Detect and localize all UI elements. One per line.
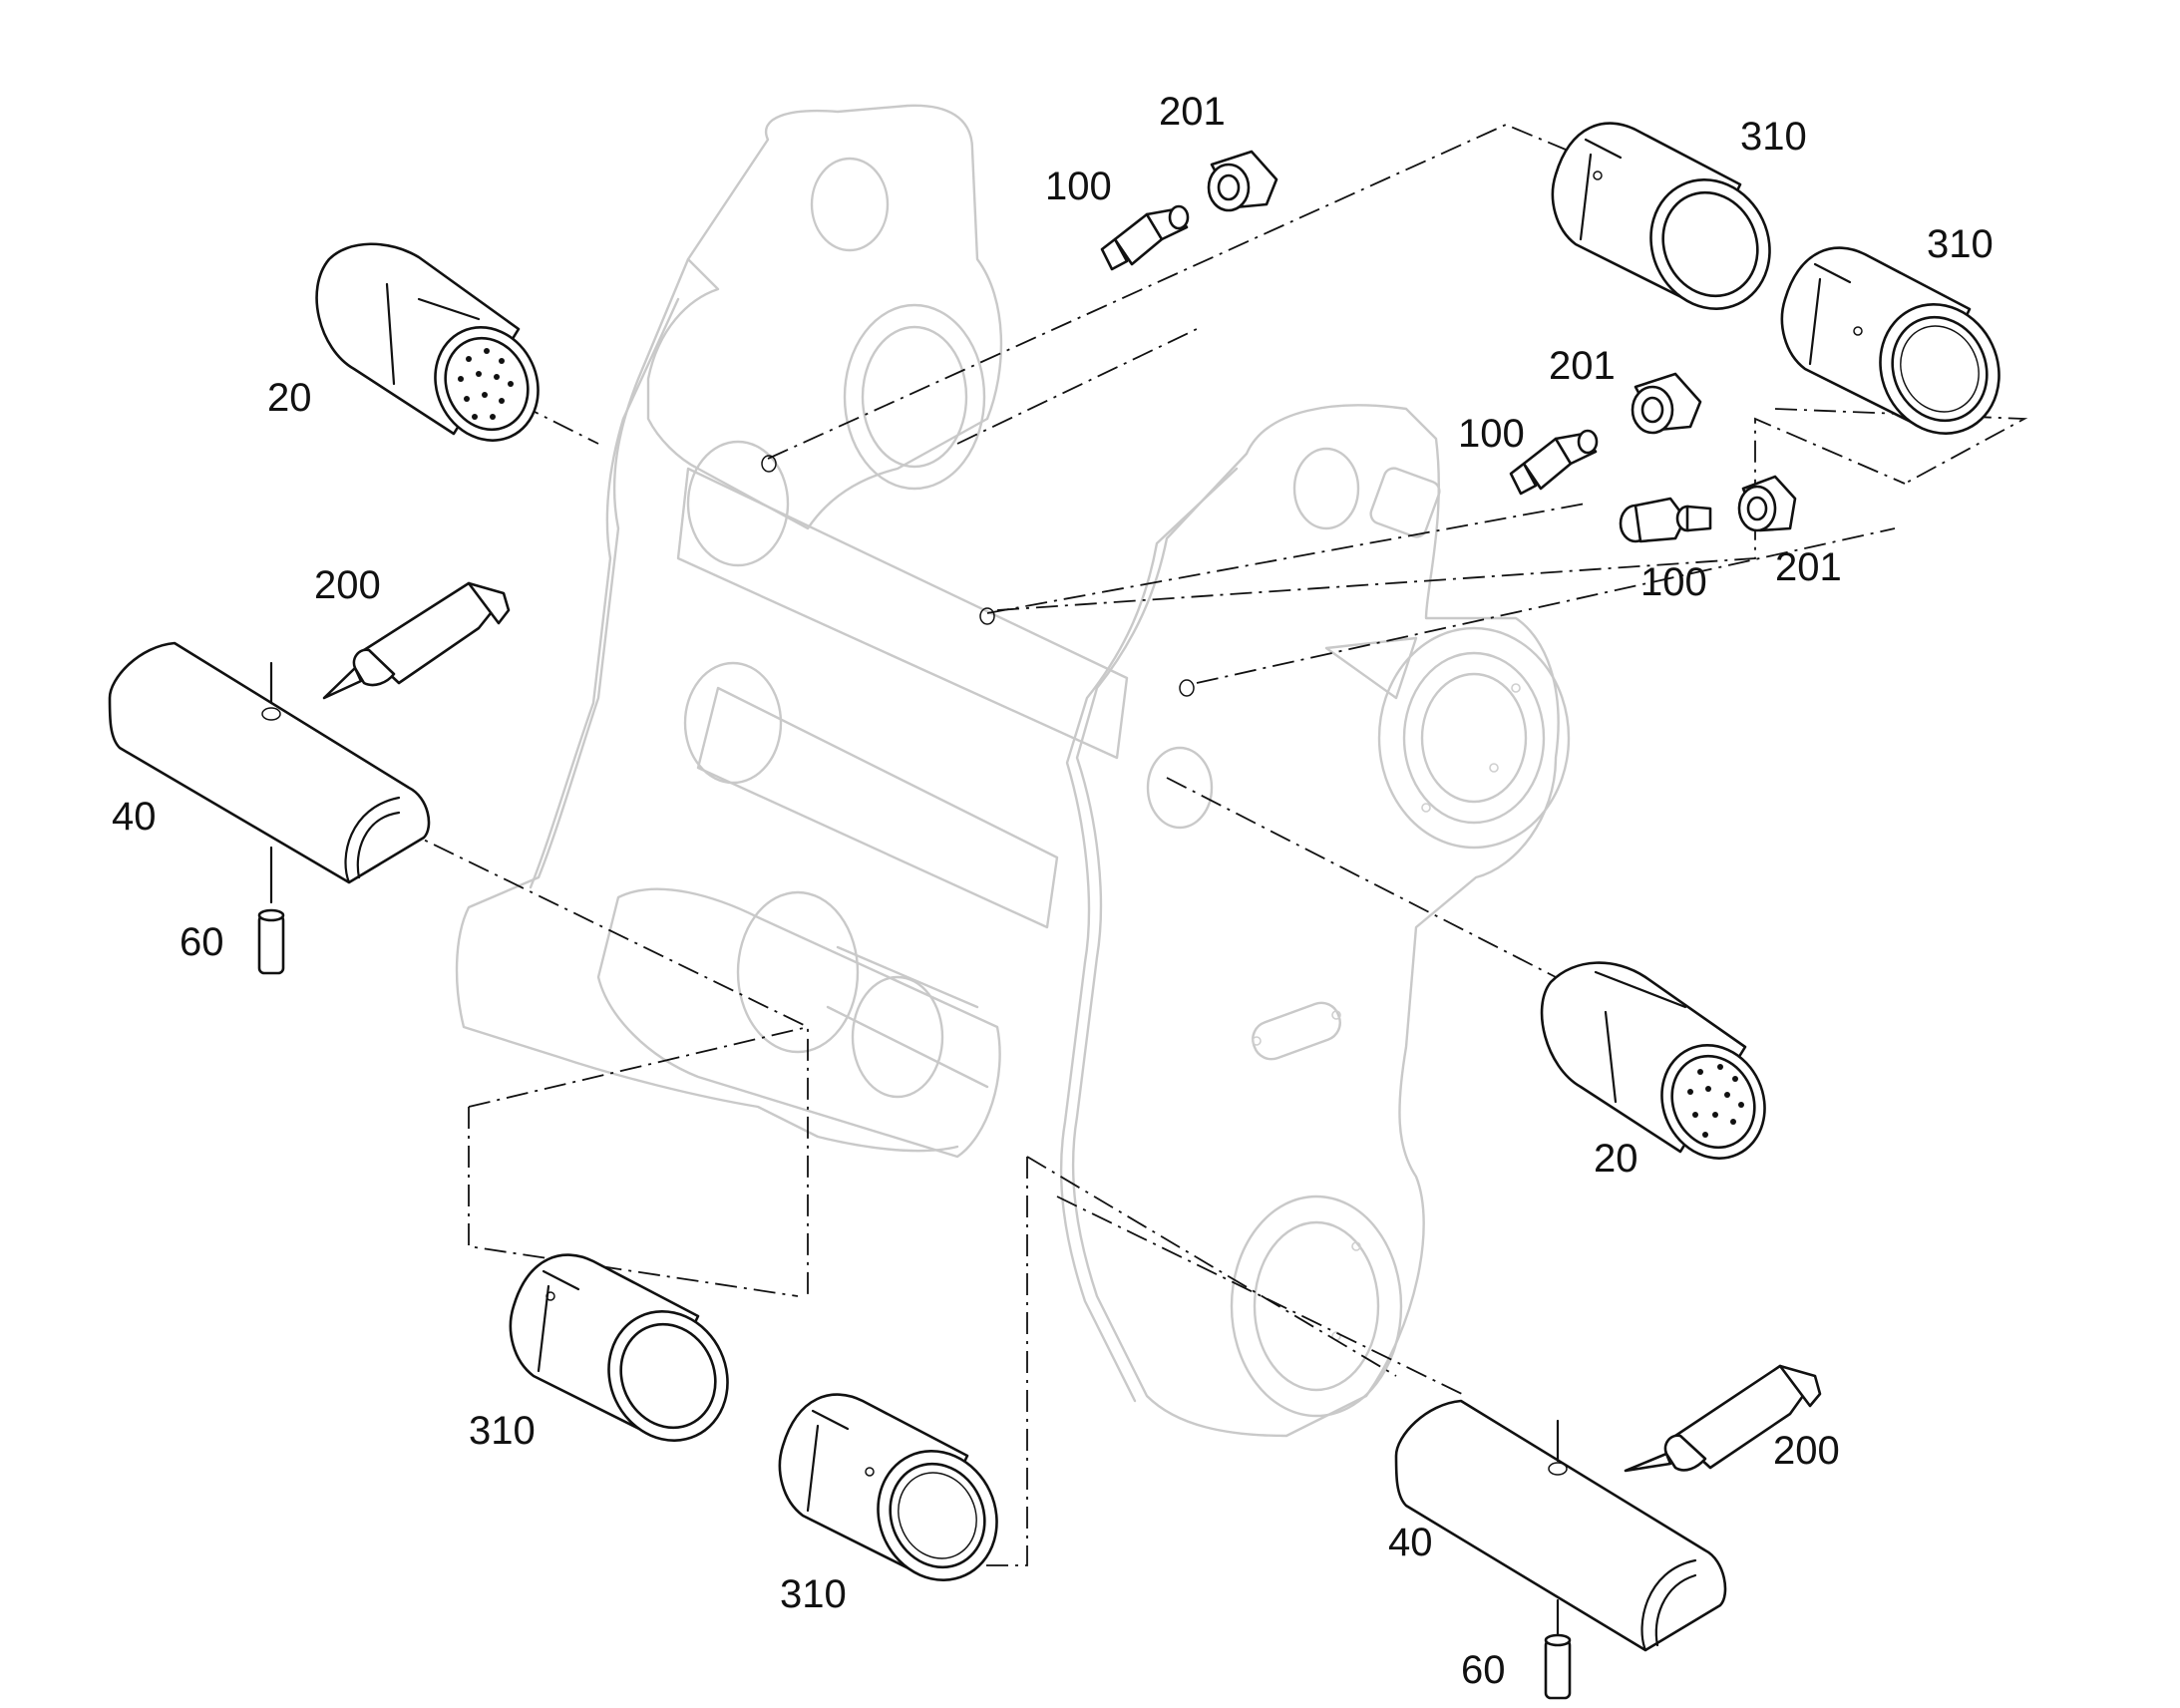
coupler-frame (455, 104, 1571, 1438)
callout-20-mid-right: 20 (1594, 1137, 1638, 1181)
callout-310-bottom-center: 310 (780, 1572, 847, 1616)
compound-tube-200-bottom-right (1624, 1364, 1822, 1473)
grease-nipple-100-top (1100, 204, 1190, 271)
callout-201-right: 201 (1775, 545, 1842, 589)
callout-40-bottom-right: 40 (1388, 1521, 1433, 1564)
cap-201-top (1207, 150, 1278, 212)
callout-60-bottom-right: 60 (1461, 1648, 1506, 1692)
bushing-310-bottom-center (778, 1393, 998, 1581)
callout-100-top: 100 (1045, 165, 1112, 208)
grease-nipple-100-right (1619, 497, 1712, 543)
callout-310-bottom-left: 310 (469, 1409, 536, 1453)
bushing-310-top-right-b (1780, 246, 2000, 435)
callout-200-left: 200 (314, 563, 381, 607)
callout-310-top-right-a: 310 (1740, 115, 1807, 159)
grease-nipple-100-mid (1509, 429, 1599, 496)
roll-pin-60-left (257, 846, 285, 975)
bushing-310-bottom-left (509, 1253, 729, 1442)
callout-201-mid: 201 (1549, 344, 1616, 388)
compound-tube-200-left (322, 581, 511, 700)
sleeve-40-bottom-right (1394, 1399, 1727, 1652)
callout-200-bottom-right: 200 (1773, 1429, 1840, 1473)
callout-40-left: 40 (112, 795, 157, 839)
callout-100-right: 100 (1640, 560, 1707, 604)
callout-310-top-right-b: 310 (1927, 222, 1994, 266)
bushing-20-top-left (315, 242, 540, 442)
callout-20-top-left: 20 (267, 376, 312, 420)
sleeve-40-left (108, 641, 431, 884)
callout-labels: 20 20 40 40 60 60 100 100 100 200 200 20… (112, 90, 1994, 1692)
cap-201-right (1737, 475, 1797, 532)
callout-60-left: 60 (180, 920, 224, 964)
bushing-310-top-right-a (1551, 122, 1771, 310)
callout-100-mid: 100 (1458, 412, 1525, 456)
cap-201-mid (1631, 372, 1702, 435)
bushing-20-mid-right (1540, 961, 1766, 1160)
callout-201-top: 201 (1159, 90, 1226, 134)
roll-pin-60-bottom-right (1544, 1598, 1572, 1700)
